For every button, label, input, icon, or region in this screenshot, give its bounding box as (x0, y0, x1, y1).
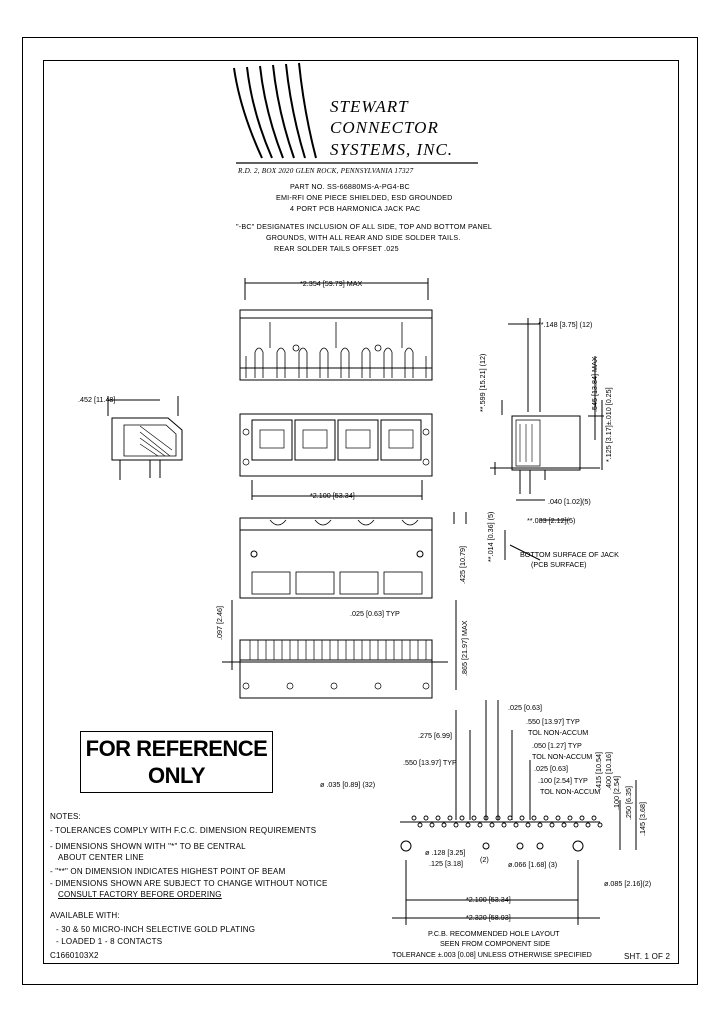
pcb-dim-085: ø.085 [2.16](2) (604, 879, 652, 888)
dim-083: **.083 [2.12](5) (527, 516, 576, 525)
company-logo (233, 62, 317, 159)
rear-view (222, 600, 457, 699)
part-note1: "-BC" DESIGNATES INCLUSION OF ALL SIDE, … (236, 222, 493, 231)
doc-number: C1660103X2 (50, 951, 99, 960)
dim-width-2100: *2.100 [53.34] (310, 491, 355, 500)
pcb-dim-035: ø .035 [0.89] (32) (320, 780, 376, 789)
pcb-dim-145: .145 [3.68] (638, 802, 647, 836)
notes-title: NOTES: (50, 812, 81, 821)
pcb-dim-415: .415 [10.54] (594, 752, 603, 790)
dim-040: .040 [1.02](5) (548, 497, 591, 506)
note-4: - DIMENSIONS SHOWN ARE SUBJECT TO CHANGE… (50, 879, 328, 888)
dim-599: **.599 [15.21] (12) (478, 353, 487, 412)
note-5: CONSULT FACTORY BEFORE ORDERING (58, 890, 222, 899)
pcb-dim-2320: *2.320 [58.93] (466, 913, 511, 922)
outer-border (22, 37, 698, 985)
reference-line2: ONLY (147, 763, 206, 788)
available-1: - 30 & 50 MICRO-INCH SELECTIVE GOLD PLAT… (56, 925, 256, 934)
company-name-line3: SYSTEMS, INC. (330, 140, 454, 159)
dim-425: .425 [10.79] (458, 546, 467, 584)
part-note2: GROUNDS, WITH ALL REAR AND SIDE SOLDER T… (266, 233, 461, 242)
pcb-dim-250: .250 [6.35] (624, 786, 633, 820)
pcb-tol-1: TOL NON-ACCUM (528, 728, 589, 737)
pcb-caption-2: SEEN FROM COMPONENT SIDE (440, 939, 551, 948)
dim-545: .545 [13.84] MAX (590, 356, 599, 412)
bottom-surface-label1: BOTTOM SURFACE OF JACK (520, 550, 619, 559)
company-name-line1: STEWART (330, 97, 409, 116)
bottom-surface-label2: (PCB SURFACE) (531, 560, 587, 569)
pcb-dim-550-typ: .550 [13.97] TYP (526, 717, 580, 726)
dim-148: **.148 [3.75] (12) (538, 320, 593, 329)
dim-125-317: *.125 [3.17]±.010 [0.25] (604, 387, 613, 462)
dim-overall-width: *2.354 [59.79] MAX (300, 279, 363, 288)
pcb-tol-2: TOL NON-ACCUM (532, 752, 593, 761)
inner-border (43, 60, 679, 964)
top-view (239, 278, 433, 381)
pcb-dim-550b: .550 [13.97] TYP (403, 758, 457, 767)
dim-side-452: .452 [11.48] (78, 395, 116, 404)
pcb-caption-1: P.C.B. RECOMMENDED HOLE LAYOUT (428, 929, 560, 938)
pcb-dim-100-typ: .100 [2.54] TYP (538, 776, 588, 785)
pcb-dim-2100: *2.100 [53.34] (466, 895, 511, 904)
part-desc1: EMI-RFI ONE PIECE SHIELDED, ESD GROUNDED (276, 193, 453, 202)
pcb-dim-128: ø .128 [3.25] (425, 848, 466, 857)
reference-box: FOR REFERENCE ONLY (80, 731, 273, 793)
note-2b: ABOUT CENTER LINE (58, 853, 144, 862)
pcb-dim-100v: .100 [2.54] (612, 776, 621, 810)
reference-line1: FOR REFERENCE (85, 736, 268, 761)
side-view-left (107, 396, 183, 480)
pcb-dim-275: .275 [6.99] (418, 731, 452, 740)
front-view (239, 413, 433, 500)
note-3: - "**" ON DIMENSION INDICATES HIGHEST PO… (50, 867, 286, 876)
bottom-view (239, 512, 467, 599)
part-note3: REAR SOLDER TAILS OFFSET .025 (274, 244, 399, 253)
note-2a: - DIMENSIONS SHOWN WITH "*" TO BE CENTRA… (50, 842, 246, 851)
dim-097: .097 [2.46] (215, 606, 224, 640)
pcb-dim-050: .050 [1.27] TYP (532, 741, 582, 750)
sheet-number: SHT. 1 OF 2 (624, 952, 671, 961)
dim-865: .865 [21.97] MAX (460, 620, 469, 676)
pcb-dim-count-2: (2) (480, 855, 489, 864)
dim-025-typ: .025 [0.63] TYP (350, 609, 400, 618)
pcb-tol-3: TOL NON-ACCUM (540, 787, 601, 796)
pcb-dim-025: .025 [0.63] (508, 703, 542, 712)
pcb-caption-3: TOLERANCE ±.003 [0.08] UNLESS OTHERWISE … (392, 950, 592, 959)
company-name-line2: CONNECTOR (330, 118, 439, 137)
part-number: PART NO. SS-66880MS-A-PG4-BC (290, 182, 410, 191)
available-title: AVAILABLE WITH: (50, 911, 120, 920)
available-2: - LOADED 1 - 8 CONTACTS (56, 937, 163, 946)
note-1: - TOLERANCES COMPLY WITH F.C.C. DIMENSIO… (50, 826, 317, 835)
pcb-dim-125: .125 [3.18] (429, 859, 463, 868)
pcb-dim-025b: .025 [0.63] (534, 764, 568, 773)
part-desc2: 4 PORT PCB HARMONICA JACK PAC (290, 204, 421, 213)
side-view-right (490, 318, 604, 561)
dim-014: **.014 [0.36] (5) (486, 511, 495, 562)
pcb-dim-066: ø.066 [1.68] (3) (508, 860, 558, 869)
pcb-layout (392, 700, 637, 925)
company-address: R.D. 2, BOX 2020 GLEN ROCK, PENNSYLVANIA… (238, 167, 414, 175)
